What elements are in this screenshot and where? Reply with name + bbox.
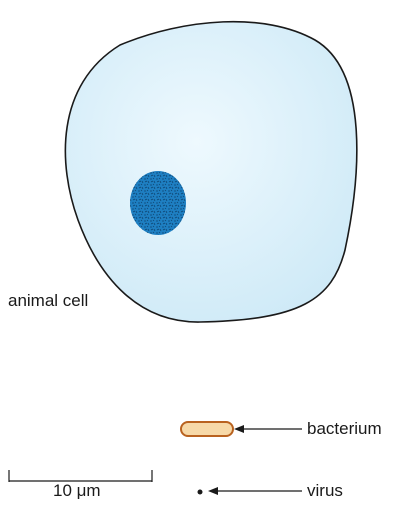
nucleus (130, 171, 186, 235)
virus-dot (198, 490, 203, 495)
animal-cell-membrane (65, 22, 356, 322)
bacterium-pointer (234, 425, 302, 433)
virus-label: virus (307, 482, 343, 499)
animal-cell-label: animal cell (8, 292, 88, 309)
virus-pointer (208, 487, 302, 495)
scale-label: 10 μm (53, 482, 101, 499)
bacterium-label: bacterium (307, 420, 382, 437)
bacterium-shape (181, 422, 233, 436)
